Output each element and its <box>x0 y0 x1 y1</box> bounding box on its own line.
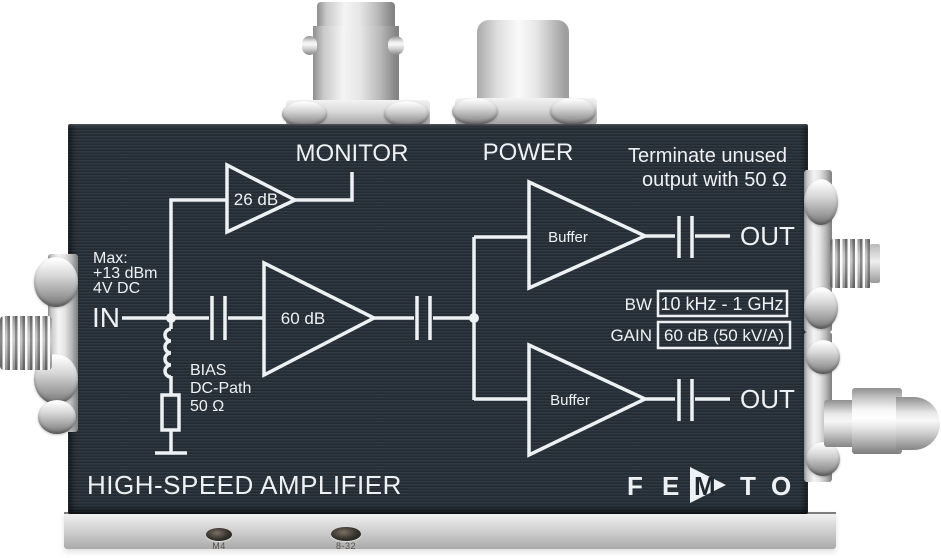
sma-in-screw-lower <box>38 400 76 434</box>
bnc-bayonet-pin-left <box>302 36 317 55</box>
capacitor-icon-c2 <box>415 296 432 340</box>
terminate-note-line1: Terminate unused <box>628 145 787 167</box>
bias-label-line2: DC-Path <box>190 380 251 397</box>
femto-letter-f: F <box>627 471 643 501</box>
femto-letter-e: E <box>662 471 679 501</box>
gain-value-box <box>656 320 792 350</box>
bnc-body <box>313 26 399 102</box>
bw-value: 10 kHz - 1 GHz <box>660 294 783 314</box>
amplifier-triangle-60db <box>262 260 378 378</box>
bnc-bayonet-pin-right <box>388 36 404 55</box>
out-top-label: OUT <box>740 221 795 251</box>
sma-out-top-screw-lower <box>804 287 838 329</box>
bias-label-line1: BIAS <box>190 362 226 379</box>
femto-letter-t: T <box>740 471 756 501</box>
gain-label: GAIN <box>610 326 652 345</box>
terminate-note-line2: output with 50 Ω <box>642 169 787 191</box>
junction-dot-splitter <box>469 313 479 323</box>
schematic-components <box>155 162 792 458</box>
bw-value-box <box>656 289 789 318</box>
max-rating-line3: 4V DC <box>93 280 140 297</box>
out-bottom-ferrule <box>824 400 856 447</box>
gain-value: 60 dB (50 kV/A) <box>664 326 784 345</box>
wire-monitor-output <box>295 172 354 202</box>
femto-letter-m: M <box>694 471 716 501</box>
power-flange-screw-right <box>550 98 596 125</box>
sma-in-threaded-barrel <box>0 316 52 370</box>
sma-in-screw-top <box>34 257 78 307</box>
mounting-hole-m4-label: M4 <box>212 541 226 551</box>
bias-label-line3: 50 Ω <box>190 398 224 415</box>
power-flange-screw-left <box>452 98 498 125</box>
mounting-hole-8-32-label: 8-32 <box>335 541 356 551</box>
gain-60db-label: 60 dB <box>281 309 325 328</box>
power-label: POWER <box>483 139 574 166</box>
mounting-hole-8-32 <box>331 527 361 541</box>
amplifier-triangle-buffer-bottom <box>527 342 650 458</box>
out-bottom-label: OUT <box>740 384 795 414</box>
sma-out-top-barrel-tip <box>870 244 880 283</box>
femto-logo: F E M T O <box>627 467 791 503</box>
capacitor-icon-c4 <box>677 379 694 421</box>
power-barrel <box>477 20 569 102</box>
wire-monitor-branch <box>169 198 227 318</box>
schematic-diagram: MONITOR POWER Terminate unused output wi… <box>87 139 795 503</box>
in-label: IN <box>92 302 120 333</box>
out-bottom-protective-cap <box>896 397 940 450</box>
inductor-icon <box>163 327 172 379</box>
monitor-label: MONITOR <box>296 140 409 167</box>
buffer-top-label: Buffer <box>548 229 588 246</box>
amplifier-triangle-26db <box>225 162 299 235</box>
out-bottom-hex-nut <box>852 388 902 454</box>
max-rating-line1: Max: <box>93 250 128 267</box>
junction-dot-input <box>166 313 176 323</box>
out-bottom-screw-upper <box>806 340 840 374</box>
capacitor-icon-c3 <box>677 216 694 258</box>
bnc-top-ring <box>317 2 395 28</box>
bnc-flange-screw-right <box>384 101 429 127</box>
schematic-labels: MONITOR POWER Terminate unused output wi… <box>87 139 795 500</box>
amplifier-triangle-buffer-top <box>527 179 650 291</box>
bnc-flange-screw-left <box>282 101 327 127</box>
sma-out-top-screw-upper <box>804 179 838 225</box>
buffer-bottom-label: Buffer <box>550 392 590 409</box>
bw-label: BW <box>625 295 652 314</box>
product-name: HIGH-SPEED AMPLIFIER <box>87 470 402 500</box>
gain-26db-label: 26 dB <box>234 190 278 209</box>
femto-logo-triangle-icon <box>690 467 726 503</box>
out-bottom-screw-lower <box>806 442 840 476</box>
mounting-hole-m4 <box>206 528 232 541</box>
front-panel: MONITOR POWER Terminate unused output wi… <box>68 124 808 514</box>
resistor-icon <box>160 393 181 432</box>
chassis-base <box>64 512 836 549</box>
max-rating-line2: +13 dBm <box>93 265 157 282</box>
femto-letter-o: O <box>771 471 791 501</box>
sma-out-top-threaded-barrel <box>830 239 872 288</box>
capacitor-icon-c1 <box>210 296 227 340</box>
